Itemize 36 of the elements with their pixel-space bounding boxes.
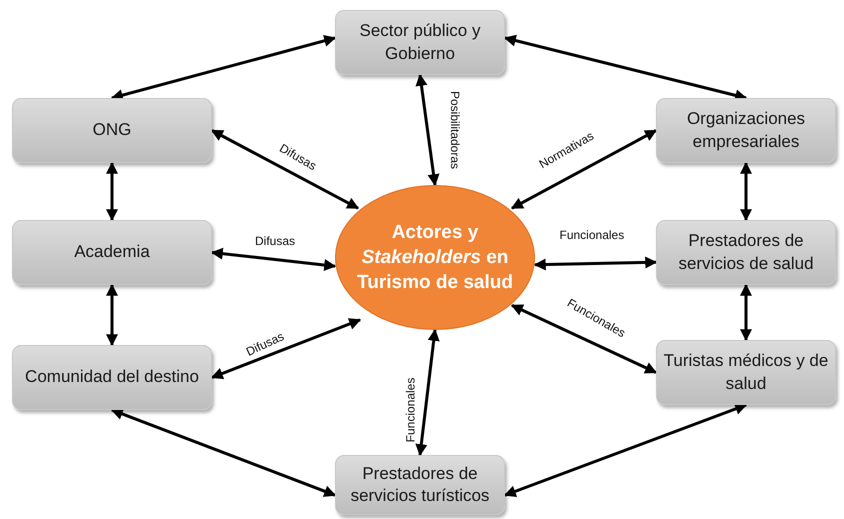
node-label: Actores y Stakeholders en Turismo de salud (356, 220, 514, 296)
node-label: Academia (73, 241, 151, 264)
node-label: Sector público y Gobierno (358, 20, 482, 64)
double-arrow (510, 304, 658, 374)
double-arrow (534, 256, 658, 271)
double-arrow (110, 34, 336, 101)
node-label: Comunidad del destino (24, 366, 200, 388)
stakeholder-box (335, 10, 505, 75)
node-label: Prestadores de servicios de salud (677, 230, 815, 274)
double-arrow (106, 284, 118, 346)
stakeholder-box (656, 340, 836, 405)
node-label: Organizaciones empresariales (686, 108, 806, 152)
stakeholder-box (12, 220, 212, 285)
double-arrow (106, 162, 118, 222)
edge-label: Funcionales (402, 378, 417, 442)
stakeholder-box (12, 345, 212, 410)
double-arrow (510, 129, 658, 210)
double-arrow (110, 408, 336, 497)
node-label: Turistas médicos y de salud (662, 350, 830, 394)
double-arrow (210, 129, 360, 210)
stakeholder-box (335, 455, 505, 515)
double-arrow (416, 74, 440, 186)
double-arrow (210, 248, 336, 271)
double-arrow (504, 403, 748, 498)
node-label: Prestadores de servicios turísticos (350, 462, 490, 507)
edge-label: Posibilitadoras (448, 90, 462, 170)
double-arrow (740, 284, 752, 342)
stakeholder-box (12, 98, 212, 163)
edge-label: Difusas (255, 234, 296, 248)
double-arrow (415, 328, 440, 456)
double-arrow (740, 162, 752, 222)
double-arrow (210, 318, 362, 380)
edge-label: Funcionales (560, 228, 624, 242)
node-label: ONG (92, 119, 132, 142)
stakeholder-box (656, 220, 836, 285)
stakeholder-box (656, 98, 836, 163)
